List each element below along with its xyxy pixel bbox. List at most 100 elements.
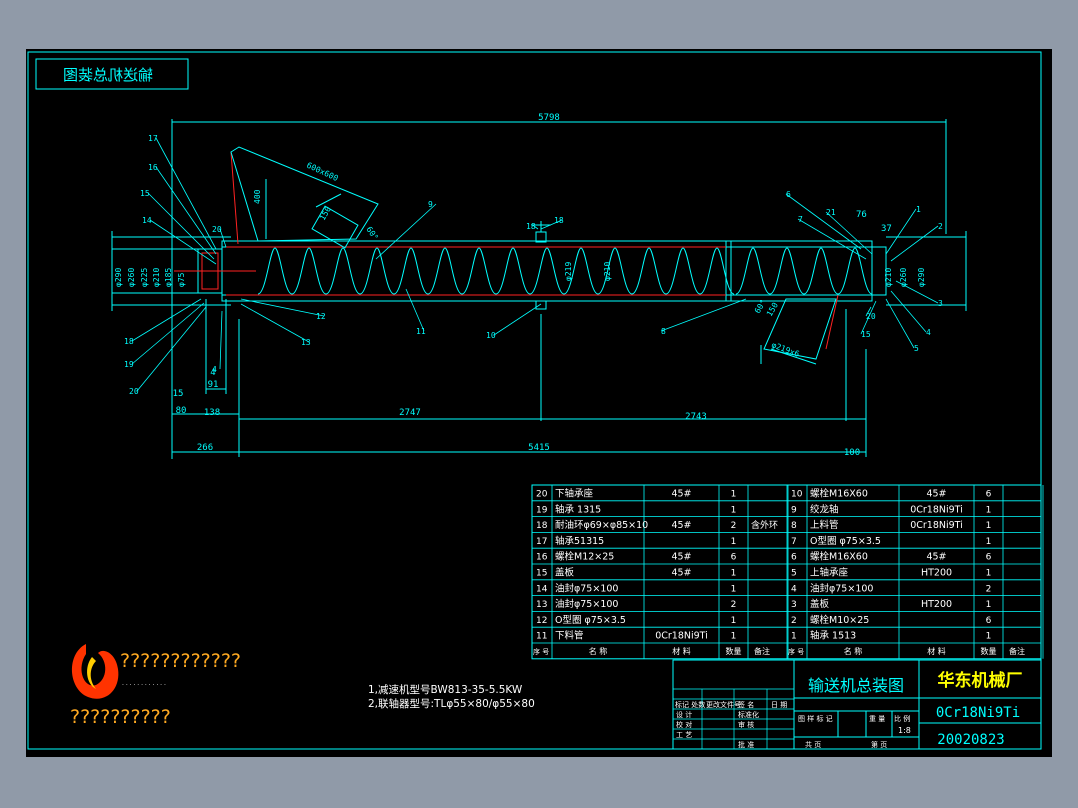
right-dia-label: φ260 — [899, 268, 908, 287]
bom-name: 轴承 1513 — [810, 630, 856, 642]
balloon-label: 18 — [124, 337, 134, 346]
bom-material: 0Cr18Ni9Ti — [910, 520, 963, 531]
bom-no: 14 — [536, 584, 548, 594]
bom-name: 上轴承座 — [810, 567, 849, 579]
watermark-logo — [71, 644, 119, 699]
bom-qty: 1 — [731, 632, 737, 642]
title-block: 标记 处数更改文件号签 名日 期设 计标准化校 对审 核工 艺批 准图 样 标 … — [672, 659, 1042, 750]
bom-qty: 1 — [986, 632, 992, 642]
bom-name: O型圈 φ75×3.5 — [810, 536, 881, 547]
dim-4: 4 — [210, 368, 215, 378]
bom-name: 盖板 — [810, 598, 830, 610]
bom-name: 耐油环φ69×φ85×10 — [555, 519, 648, 531]
balloon-label: 3 — [938, 299, 943, 308]
bom-material: 45# — [671, 568, 691, 579]
bom-name: 螺栓M12×25 — [555, 551, 614, 563]
bom-name: 油封φ75×100 — [810, 582, 873, 594]
bom-no: 17 — [536, 537, 547, 547]
balloon-label: 6 — [786, 190, 791, 199]
bom-qty: 6 — [986, 490, 992, 500]
dim-left-offset: 266 — [197, 443, 213, 453]
title-tag-box — [35, 58, 189, 90]
balloon-label: 20 — [866, 312, 876, 321]
bom-qty: 1 — [986, 505, 992, 515]
bom-material: 45# — [671, 520, 691, 531]
title-block-label: 比 例 — [894, 714, 910, 723]
dim-mid-210: φ210 — [603, 262, 612, 281]
bom-material: HT200 — [921, 568, 952, 579]
dim-half-right: 2743 — [685, 412, 707, 422]
title-block-label: 第 页 — [871, 740, 887, 749]
balloon-label: 18 — [526, 222, 536, 231]
bom-no: 4 — [791, 584, 797, 594]
left-dia-label: φ260 — [127, 268, 136, 287]
balloon-label: 15 — [861, 330, 871, 339]
bom-name: 下料管 — [555, 630, 584, 642]
bom-qty: 1 — [731, 490, 737, 500]
bom-no: 2 — [791, 616, 797, 626]
bom-name: 螺栓M16X60 — [810, 488, 868, 500]
dim-80: 80 — [176, 406, 187, 416]
date-value: 20020823 — [937, 732, 1004, 748]
title-block-label: 图 样 标 记 — [798, 714, 833, 723]
bom-header-mat: 材 料 — [672, 646, 691, 656]
bom-no: 7 — [791, 537, 797, 547]
bom-material: 45# — [926, 489, 946, 500]
bom-qty: 1 — [731, 616, 737, 626]
balloon-label: 1 — [916, 205, 921, 214]
title-block-label: 共 页 — [805, 740, 821, 749]
balloon-label: 13 — [301, 338, 311, 347]
left-dia-label: φ185 — [164, 268, 173, 287]
bom-name: 油封φ75×100 — [555, 598, 618, 610]
bom-qty: 1 — [986, 569, 992, 579]
bom-qty: 6 — [731, 553, 737, 563]
balloon-label: 14 — [142, 216, 152, 225]
balloon-label: 9 — [428, 200, 433, 209]
bom-header-note: 备注 — [1009, 646, 1025, 656]
scale-value: 1:8 — [898, 726, 911, 735]
bom-header-mat: 材 料 — [927, 646, 946, 656]
bom-header-qty: 数量 — [726, 646, 742, 656]
title-block-label: 审 核 — [738, 720, 754, 729]
bom-name: 上料管 — [810, 519, 839, 531]
dim-hopper: 600x600 — [305, 161, 340, 183]
drawing-sheet: 输送机总装图 5798 5415 2747 2743 266 100 138 8… — [26, 49, 1052, 757]
bom-no: 10 — [791, 490, 803, 500]
balloon-label: 4 — [212, 365, 217, 374]
outer-frame — [27, 51, 1042, 750]
bom-name: 螺栓M16X60 — [810, 551, 868, 563]
watermark-line1: ???????????? — [120, 650, 241, 672]
right-dia-label: φ290 — [917, 268, 926, 287]
title-block-label: 日 期 — [771, 701, 787, 709]
bom-no: 16 — [536, 553, 548, 563]
leader-lines — [131, 137, 939, 392]
assembly-drawing: 输送机总装图 5798 5415 2747 2743 266 100 138 8… — [27, 51, 1044, 750]
bom-header-no: 序 号 — [533, 647, 549, 656]
balloon-label: 2 — [938, 222, 943, 231]
bom-note: 含外环 — [751, 519, 778, 531]
inlet-hopper — [230, 146, 379, 249]
dim-76: 76 — [856, 210, 867, 220]
bom-no: 8 — [791, 521, 797, 531]
bom-no: 3 — [791, 600, 797, 610]
title-block-label: 设 计 — [676, 710, 692, 719]
right-dia-label: φ210 — [884, 268, 893, 287]
left-dia-label: φ225 — [140, 268, 149, 287]
bom-header-no: 序 号 — [788, 647, 804, 656]
drawing-name: 输送机总装图 — [808, 676, 904, 695]
company-name: 华东机械厂 — [938, 670, 1023, 691]
dim-angle-in: 60° — [364, 225, 380, 242]
bom-qty: 1 — [731, 584, 737, 594]
bom-header-name: 名 称 — [844, 646, 863, 656]
balloon-label: 10 — [486, 331, 496, 340]
title-block-label: 批 准 — [738, 740, 754, 749]
bom-no: 6 — [791, 553, 797, 563]
bom-material: 45# — [671, 489, 691, 500]
bom-qty: 2 — [731, 521, 737, 531]
balloon-label: 5 — [914, 344, 919, 353]
bom-material: 45# — [671, 552, 691, 563]
bom-header-qty: 数量 — [981, 646, 997, 656]
bom-no: 18 — [536, 521, 548, 531]
